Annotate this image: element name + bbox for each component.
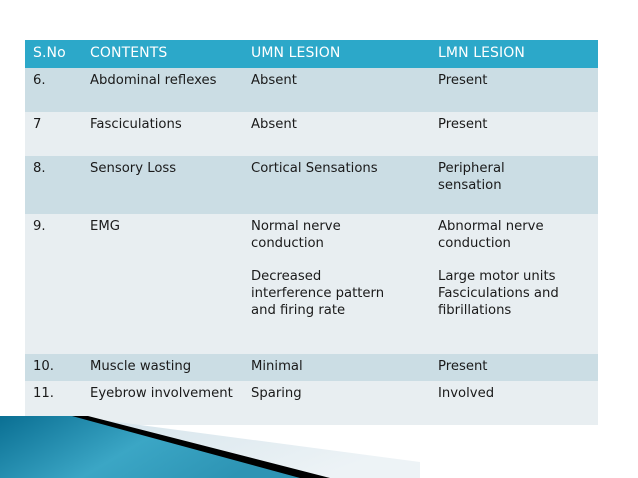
cell-line: Absent xyxy=(251,116,297,132)
cell-line: Cortical Sensations xyxy=(251,160,378,176)
cell-line-gap xyxy=(438,252,591,269)
pale-blue-wedge xyxy=(0,416,420,478)
cell-line: and firing rate xyxy=(251,302,346,318)
cell-sno: 7 xyxy=(25,111,82,156)
column-header-umn: UMN LESION xyxy=(243,40,430,68)
table-row: 11. Eyebrow involvement Sparing Involved xyxy=(25,380,598,425)
black-stripe-wedge xyxy=(0,416,330,478)
cell-line: Present xyxy=(438,72,488,88)
column-header-lmn: LMN LESION xyxy=(430,40,598,68)
cell-line-gap xyxy=(251,252,423,269)
cell-line: Normal nerve xyxy=(251,218,341,234)
cell-sno: 10. xyxy=(25,353,82,381)
cell-sno: 8. xyxy=(25,155,82,214)
cell-line: Peripheral xyxy=(438,160,505,176)
cell-contents: Muscle wasting xyxy=(82,353,243,381)
cell-lines: Sparing xyxy=(251,386,423,403)
table-row: 8. Sensory Loss Cortical Sensations Peri… xyxy=(25,155,598,214)
cell-lines: Present xyxy=(438,117,591,134)
cell-lines: Involved xyxy=(438,386,591,403)
table-header-row: S.No CONTENTS UMN LESION LMN LESION xyxy=(25,40,598,68)
cell-lines: Absent xyxy=(251,117,423,134)
cell-lmn: Involved xyxy=(430,380,598,425)
cell-sno: 11. xyxy=(25,380,82,425)
cell-umn: Cortical Sensations xyxy=(243,155,430,214)
cell-line: Present xyxy=(438,358,488,374)
cell-contents: EMG xyxy=(82,213,243,354)
cell-line: conduction xyxy=(251,235,324,251)
cell-line: Involved xyxy=(438,385,495,401)
column-header-contents: CONTENTS xyxy=(82,40,243,68)
cell-umn: Absent xyxy=(243,67,430,112)
umn-lmn-comparison-table: S.No CONTENTS UMN LESION LMN LESION 6. A… xyxy=(25,40,598,425)
table-header: S.No CONTENTS UMN LESION LMN LESION xyxy=(25,40,598,68)
cell-contents: Fasciculations xyxy=(82,111,243,156)
cell-contents: Sensory Loss xyxy=(82,155,243,214)
cell-lmn: Present xyxy=(430,353,598,381)
cell-line: Absent xyxy=(251,72,297,88)
cell-sno: 9. xyxy=(25,213,82,354)
cell-contents: Eyebrow involvement xyxy=(82,380,243,425)
cell-line: sensation xyxy=(438,177,502,193)
cell-line: Decreased xyxy=(251,269,322,285)
cell-line: Sparing xyxy=(251,385,302,401)
cell-sno: 6. xyxy=(25,67,82,112)
cell-lmn: Present xyxy=(430,67,598,112)
cell-line: fibrillations xyxy=(438,302,512,318)
cell-line: interference pattern xyxy=(251,286,385,302)
cell-umn: Sparing xyxy=(243,380,430,425)
cell-umn: Minimal xyxy=(243,353,430,381)
table-row: 10. Muscle wasting Minimal Present xyxy=(25,353,598,381)
cell-line: conduction xyxy=(438,235,511,251)
cell-lines: Present xyxy=(438,359,591,376)
cell-line: Abnormal nerve xyxy=(438,218,544,234)
corner-swoosh-svg xyxy=(0,416,420,478)
cell-umn: Absent xyxy=(243,111,430,156)
cell-line: Large motor units xyxy=(438,269,556,285)
cell-line: Fasciculations and xyxy=(438,286,559,302)
teal-wedge xyxy=(0,416,300,478)
cell-line: Present xyxy=(438,116,488,132)
cell-lines: Present xyxy=(438,73,591,90)
cell-lines: Minimal xyxy=(251,359,423,376)
table-body: 6. Abdominal reflexes Absent Present 7 F… xyxy=(25,67,598,425)
corner-swoosh-decoration xyxy=(0,416,420,478)
cell-line: Minimal xyxy=(251,358,303,374)
table-row: 6. Abdominal reflexes Absent Present xyxy=(25,67,598,112)
cell-lines: Absent xyxy=(251,73,423,90)
table-row: 7 Fasciculations Absent Present xyxy=(25,111,598,156)
cell-contents: Abdominal reflexes xyxy=(82,67,243,112)
cell-lmn: Present xyxy=(430,111,598,156)
cell-lines: Cortical Sensations xyxy=(251,161,423,178)
column-header-sno: S.No xyxy=(25,40,82,68)
